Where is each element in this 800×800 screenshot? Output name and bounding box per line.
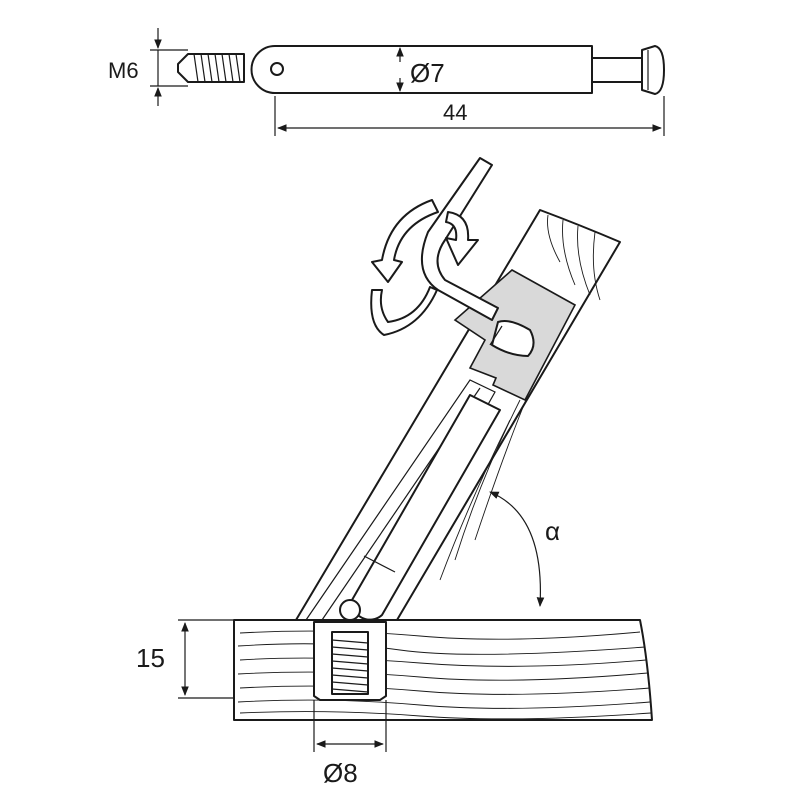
angle-dimension: α — [489, 491, 560, 607]
connector-pivot-icon — [339, 599, 361, 621]
board-thickness-label: 15 — [136, 643, 165, 673]
pin-diameter-dimension: Ø7 — [396, 47, 445, 92]
rotation-arrow — [370, 199, 479, 336]
inserted-connector — [339, 394, 501, 621]
board-thickness-dimension: 15 — [136, 619, 234, 699]
thread-dimension: M6 — [108, 28, 188, 106]
horizontal-board — [233, 619, 653, 721]
pin-length-label: 44 — [443, 100, 467, 125]
thread-label: M6 — [108, 58, 139, 83]
hole-diameter-dimension: Ø8 — [313, 700, 387, 788]
pin-diameter-label: Ø7 — [410, 58, 445, 88]
connector-pin — [177, 45, 665, 95]
pin-hole-icon — [270, 62, 284, 76]
angle-label: α — [545, 516, 560, 546]
hex-key — [421, 157, 499, 321]
pin-length-dimension: 44 — [274, 96, 665, 136]
hole-diameter-label: Ø8 — [323, 758, 358, 788]
threaded-insert — [313, 621, 387, 701]
